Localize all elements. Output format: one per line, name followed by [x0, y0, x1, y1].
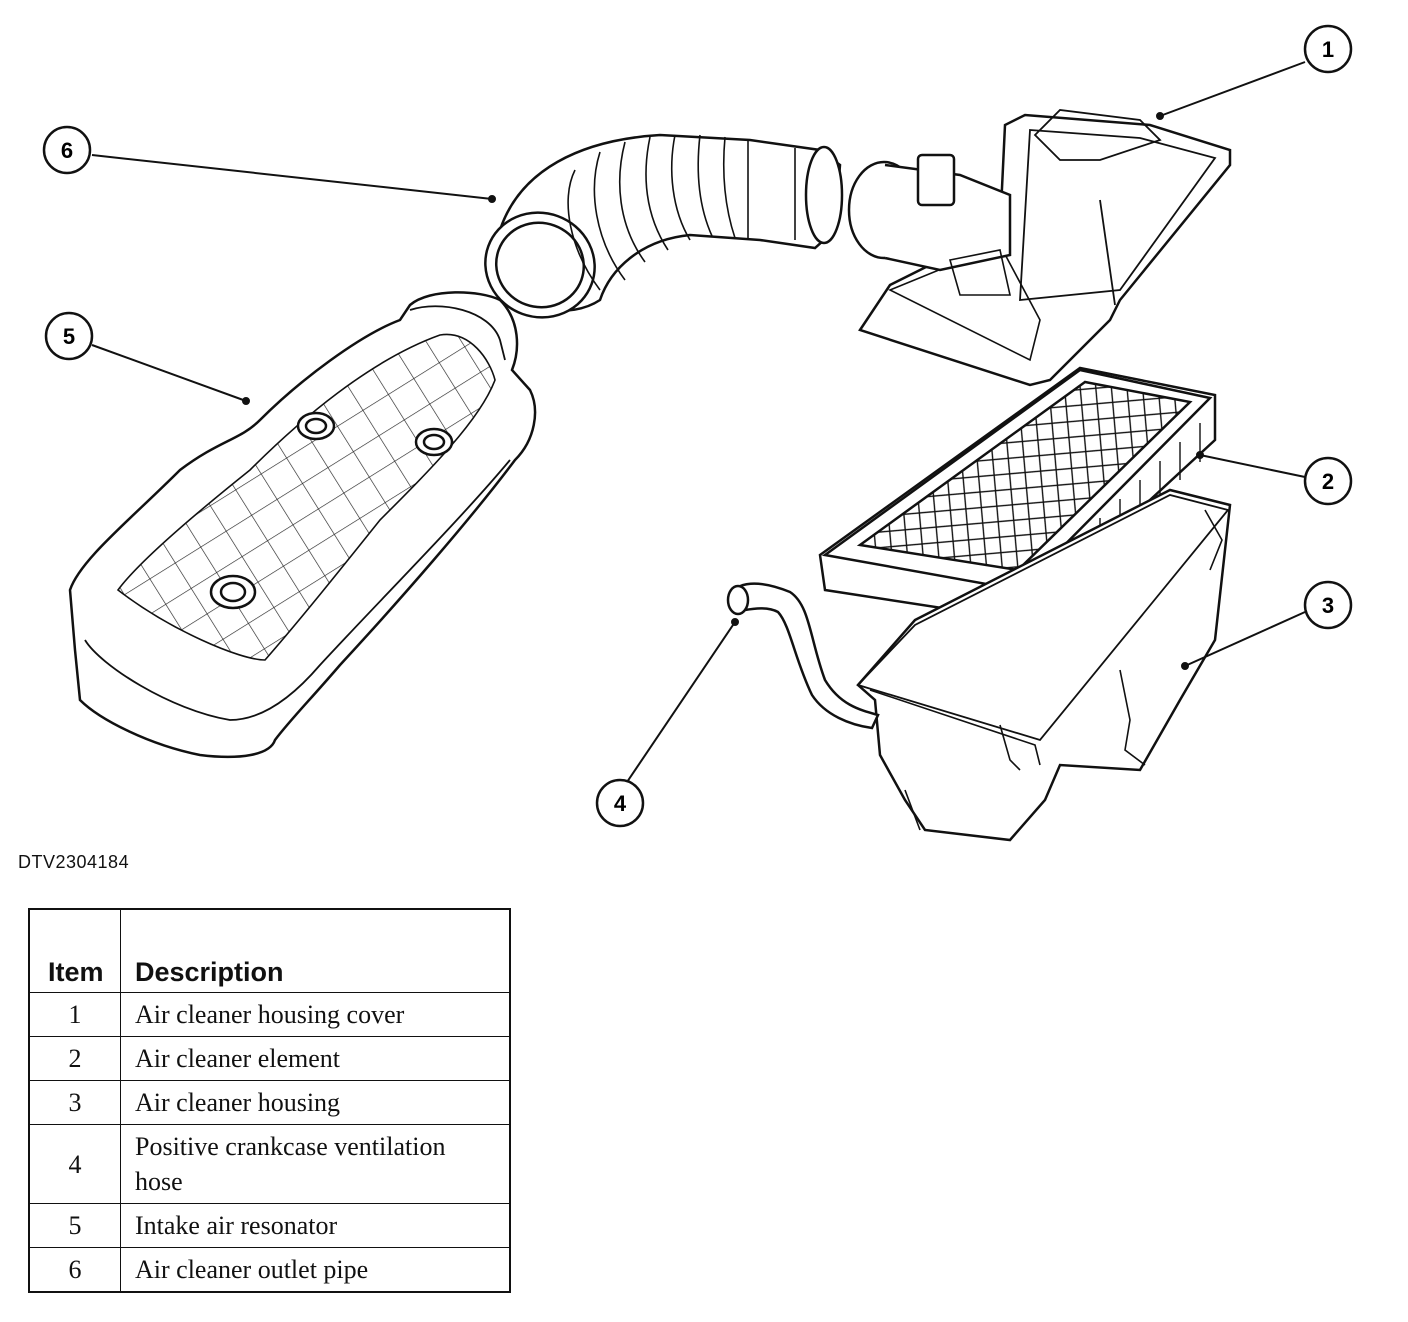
row-description: Intake air resonator: [120, 1203, 511, 1248]
row-description: Air cleaner outlet pipe: [120, 1247, 511, 1293]
table-row: 1 Air cleaner housing cover: [28, 992, 511, 1037]
row-item: 6: [28, 1247, 121, 1293]
svg-text:6: 6: [61, 138, 73, 163]
row-description: Positive crankcase ventilation hose: [120, 1124, 511, 1204]
callout-2: 2: [1303, 456, 1353, 506]
callout-6: 6: [42, 125, 92, 175]
svg-text:4: 4: [614, 791, 627, 816]
pcv-hose-part: [726, 582, 880, 730]
row-item: 3: [28, 1080, 121, 1125]
filter-element-part: [818, 366, 1217, 622]
svg-text:3: 3: [1322, 593, 1334, 618]
svg-text:1: 1: [1322, 37, 1334, 62]
figure-id: DTV2304184: [18, 852, 130, 872]
row-description: Air cleaner housing: [120, 1080, 511, 1125]
row-item: 5: [28, 1203, 121, 1248]
callout-4: 4: [595, 778, 645, 828]
row-item: 4: [28, 1124, 121, 1204]
row-item: 1: [28, 992, 121, 1037]
parts-table: Item Description 1 Air cleaner housing c…: [28, 908, 511, 1293]
table-row: 3 Air cleaner housing: [28, 1080, 511, 1125]
table-row: 5 Intake air resonator: [28, 1203, 511, 1248]
table-row: 6 Air cleaner outlet pipe: [28, 1247, 511, 1293]
row-item: 2: [28, 1036, 121, 1081]
callout-5: 5: [44, 311, 94, 361]
intake-resonator-part: [68, 291, 537, 759]
header-description: Description: [120, 908, 511, 993]
row-description: Air cleaner element: [120, 1036, 511, 1081]
table-row: 2 Air cleaner element: [28, 1036, 511, 1081]
row-description: Air cleaner housing cover: [120, 992, 511, 1037]
leader-lines: [91, 61, 1306, 786]
callout-3: 3: [1303, 580, 1353, 630]
svg-text:5: 5: [63, 324, 75, 349]
outlet-pipe-part: [484, 133, 844, 319]
table-header-row: Item Description: [28, 908, 511, 993]
cleaner-housing-part: [856, 488, 1232, 842]
table-row: 4 Positive crankcase ventilation hose: [28, 1124, 511, 1204]
header-item: Item: [28, 908, 121, 993]
svg-text:2: 2: [1322, 469, 1334, 494]
callout-1: 1: [1303, 24, 1353, 74]
exploded-parts-diagram: 1 2 3 4 5 6: [42, 24, 1353, 842]
housing-cover-part: [847, 109, 1232, 387]
